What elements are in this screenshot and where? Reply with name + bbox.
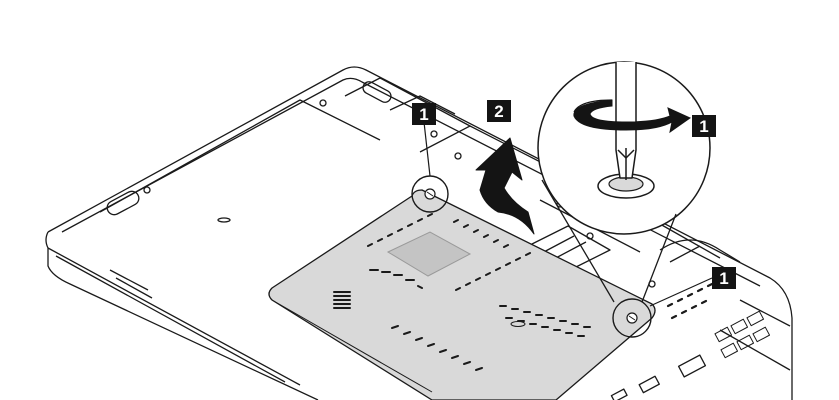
vent-slots [666,282,714,320]
cover-vent-slots [333,213,591,371]
screw-icon [597,173,655,199]
screwdriver-icon [615,62,637,180]
svg-text:1: 1 [719,269,728,288]
memory-compartment-cover [268,189,656,400]
step-label-1-right: 1 [712,267,736,289]
svg-text:1: 1 [699,117,708,136]
step-label-1-callout: 1 [692,115,716,137]
rotation-arrow-icon [573,99,692,134]
lift-arrow-icon [475,137,535,235]
svg-text:2: 2 [494,102,503,121]
svg-text:1: 1 [419,105,428,124]
screw-icon [612,298,652,338]
step-label-1-top: 1 [412,103,436,125]
cover-raised-panel [386,231,472,277]
magnified-callout [537,61,711,303]
leader-lines [423,121,713,307]
step-label-2: 2 [487,100,511,122]
